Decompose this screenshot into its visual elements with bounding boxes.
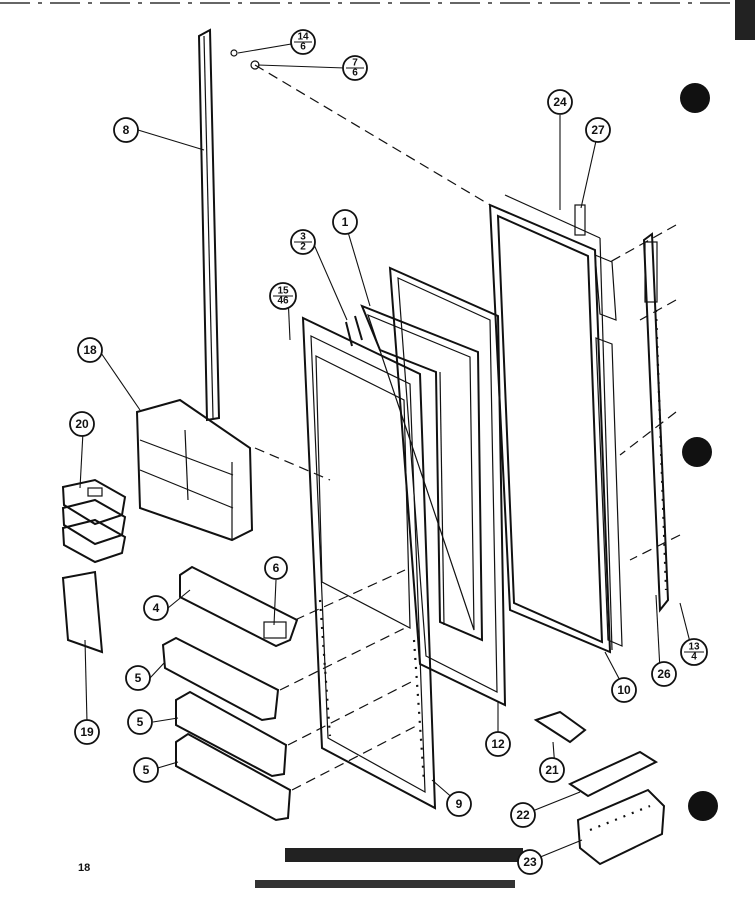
part-trim-strip xyxy=(197,28,221,422)
scan-noise-top xyxy=(0,0,755,40)
callout-circle xyxy=(113,117,139,143)
callout-circle xyxy=(143,595,169,621)
callout-number: 20 xyxy=(75,417,89,431)
callout-number: 22 xyxy=(516,808,530,822)
callout-c14: 146 xyxy=(290,29,316,55)
part-cabinet-liner xyxy=(488,194,623,654)
callout-group: 1324555676891012134146154618192021222324… xyxy=(69,29,708,875)
callout-denominator: 46 xyxy=(277,296,289,307)
part-ice-bucket xyxy=(576,788,666,866)
callout-c12: 12 xyxy=(485,731,511,757)
callout-circle xyxy=(127,709,153,735)
callout-c5a: 5 xyxy=(125,665,151,691)
callout-circle xyxy=(611,677,637,703)
callout-c8: 8 xyxy=(113,117,139,143)
callout-c23: 23 xyxy=(517,849,543,875)
callout-c24: 24 xyxy=(547,89,573,115)
part-door-liner xyxy=(301,316,437,810)
callout-c27: 27 xyxy=(585,117,611,143)
callout-circle xyxy=(69,411,95,437)
callout-circle xyxy=(77,337,103,363)
callout-circle xyxy=(125,665,151,691)
callout-c10: 10 xyxy=(611,677,637,703)
callout-circle xyxy=(547,89,573,115)
callout-circle xyxy=(585,117,611,143)
callout-number: 23 xyxy=(523,855,537,869)
callout-number: 13 xyxy=(688,642,700,653)
scan-noise-bottom xyxy=(255,848,523,888)
callout-circle xyxy=(446,791,472,817)
callout-number: 18 xyxy=(83,343,97,357)
part-door-strips xyxy=(345,315,363,347)
callout-c9: 9 xyxy=(446,791,472,817)
page-number: 18 xyxy=(78,862,91,874)
callout-number: 24 xyxy=(553,95,567,109)
callout-number: 10 xyxy=(617,683,631,697)
callout-number: 5 xyxy=(137,715,144,729)
callout-circle xyxy=(332,209,358,235)
registration-dot-bottom xyxy=(688,791,718,821)
callout-number: 4 xyxy=(153,601,160,615)
callout-number: 15 xyxy=(277,286,289,297)
callout-c18: 18 xyxy=(77,337,103,363)
part-door-shelves xyxy=(161,627,419,822)
callout-denominator: 6 xyxy=(300,42,306,53)
callout-number: 6 xyxy=(273,561,280,575)
part-small-panel xyxy=(61,570,104,654)
part-small-tray xyxy=(533,710,587,744)
callout-number: 1 xyxy=(342,215,349,229)
callout-circle xyxy=(74,719,100,745)
part-inner-panel xyxy=(360,304,484,642)
callout-circle xyxy=(133,757,159,783)
callout-c5c: 5 xyxy=(133,757,159,783)
callout-c7: 76 xyxy=(342,55,368,81)
callout-number: 7 xyxy=(352,58,358,69)
part-stacked-bins xyxy=(61,478,127,564)
callout-c20: 20 xyxy=(69,411,95,437)
callout-c22: 22 xyxy=(510,802,536,828)
callout-c19: 19 xyxy=(74,719,100,745)
callout-c5b: 5 xyxy=(127,709,153,735)
callout-number: 19 xyxy=(80,725,94,739)
registration-dot-middle xyxy=(682,437,712,467)
part-door-gasket xyxy=(388,266,507,707)
callout-c6: 6 xyxy=(264,556,288,580)
callout-circle xyxy=(485,731,511,757)
callout-number: 5 xyxy=(143,763,150,777)
callout-number: 12 xyxy=(491,737,505,751)
callout-c3: 32 xyxy=(290,229,316,255)
callout-number: 26 xyxy=(657,667,671,681)
callout-denominator: 2 xyxy=(300,242,306,253)
callout-circle xyxy=(264,556,288,580)
part-shelf-rack xyxy=(135,398,331,542)
callout-circle xyxy=(510,802,536,828)
part-door-bin xyxy=(179,565,406,648)
registration-dot-top xyxy=(680,83,710,113)
part-ice-tray xyxy=(567,750,659,798)
callout-denominator: 6 xyxy=(352,68,358,79)
callout-c4: 4 xyxy=(143,595,169,621)
callout-number: 5 xyxy=(135,671,142,685)
part-hinge-rail xyxy=(609,224,681,613)
callout-c21: 21 xyxy=(539,757,565,783)
callout-c13: 134 xyxy=(680,638,708,666)
callout-number: 27 xyxy=(591,123,605,137)
callout-number: 8 xyxy=(123,123,130,137)
callout-c1: 1 xyxy=(332,209,358,235)
callout-circle xyxy=(539,757,565,783)
callout-number: 21 xyxy=(545,763,559,777)
callout-circle xyxy=(651,661,677,687)
callout-denominator: 4 xyxy=(691,652,697,663)
callout-c26: 26 xyxy=(651,661,677,687)
callout-number: 3 xyxy=(300,232,306,243)
callout-circle xyxy=(517,849,543,875)
callout-number: 14 xyxy=(297,32,309,43)
callout-number: 9 xyxy=(456,797,463,811)
